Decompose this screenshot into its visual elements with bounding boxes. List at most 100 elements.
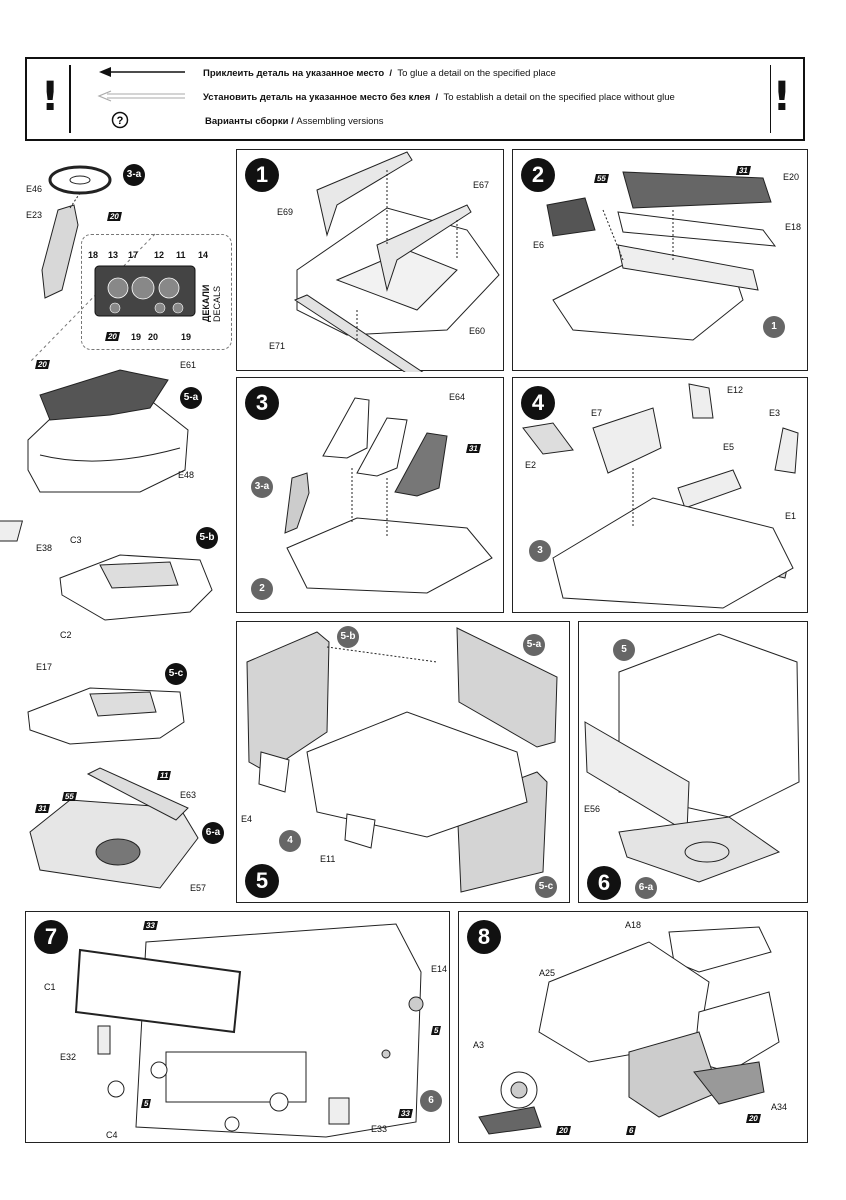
glue-star-33: 33	[143, 921, 158, 930]
no-glue-arrow-icon	[97, 90, 185, 102]
step-number: 6	[587, 866, 621, 900]
step-panel-6: 5 E56 6 6-a	[578, 621, 808, 903]
part-label-e1: E1	[785, 511, 797, 521]
step-2-art	[546, 171, 777, 341]
part-label-e5: E5	[723, 442, 735, 452]
part-label-e48: E48	[178, 470, 195, 480]
step-3-art	[284, 397, 493, 594]
glue-star-5: 5	[141, 1099, 152, 1108]
glue-arrow-icon	[99, 67, 185, 77]
step-ref-5: 5	[613, 639, 635, 661]
step-ref-6: 6	[420, 1090, 442, 1112]
part-label-e2: E2	[525, 460, 537, 470]
part-label-e61: E61	[180, 360, 197, 370]
decal-number: 11	[176, 250, 186, 260]
glue-star-20: 20	[105, 332, 120, 341]
glue-star-20: 20	[107, 212, 122, 221]
step-panel-7: 7 33 E14 C1 5 E32 6 5 33 C4 E33	[25, 911, 450, 1143]
part-label-e64: E64	[449, 392, 466, 402]
part-label-a34: A34	[771, 1102, 788, 1112]
part-label-a25: A25	[539, 968, 556, 978]
help-icon: ?	[111, 111, 129, 129]
glue-star-20: 20	[556, 1126, 571, 1135]
step-4-art	[522, 383, 799, 609]
step-number: 2	[521, 158, 555, 192]
glue-star-55: 55	[62, 792, 77, 801]
step-ref-5a: 5-a	[523, 634, 545, 656]
part-label-e7: E7	[591, 408, 603, 418]
part-label-e6: E6	[533, 240, 545, 250]
step-ref-5c: 5-c	[535, 876, 557, 898]
divider	[69, 65, 71, 133]
step-panel-2: 2 55 31 E20 E18 E6 1	[512, 149, 808, 371]
part-label-e63: E63	[180, 790, 197, 800]
svg-text:?: ?	[117, 115, 124, 127]
decal-number: 12	[154, 250, 165, 260]
decals-en-label: DECALS	[212, 285, 222, 322]
step-ref-5a: 5-a	[180, 387, 202, 409]
decal-number: 17	[128, 250, 139, 260]
part-label-e60: E60	[469, 326, 486, 336]
decal-number: 20	[148, 332, 159, 342]
step-6-art	[584, 633, 800, 883]
glue-star-55: 55	[594, 174, 609, 183]
step-ref-6a: 6-a	[202, 822, 224, 844]
part-label-e57: E57	[190, 883, 207, 893]
step-8-art	[478, 926, 780, 1135]
part-label-e20: E20	[783, 172, 800, 182]
glue-star-5: 5	[431, 1026, 442, 1035]
part-label-e33: E33	[371, 1124, 388, 1134]
step-ref-3a: 3-a	[123, 164, 145, 186]
part-label-e56: E56	[584, 804, 601, 814]
step-panel-8: 8 A18 A25 A3 A34 20 6 20	[458, 911, 808, 1143]
step-panel-4: 4 E12 E7 E3 E2 E5 E1 3	[512, 377, 808, 613]
legend-box: ! ! ? Приклеить деталь на указанное мест…	[25, 57, 805, 141]
glue-star-33: 33	[398, 1109, 413, 1118]
part-label-e11: E11	[320, 854, 336, 864]
part-label-e67: E67	[473, 180, 490, 190]
part-label-e12: E12	[727, 385, 744, 395]
step-ref-2: 2	[251, 578, 273, 600]
step-7-art	[74, 923, 424, 1138]
step-number: 8	[467, 920, 501, 954]
step-number: 7	[34, 920, 68, 954]
part-label-e3: E3	[769, 408, 781, 418]
step-number: 3	[245, 386, 279, 420]
decals-ru-label: ДЕКАЛИ	[201, 284, 211, 322]
glue-star-6: 6	[626, 1126, 637, 1135]
glue-star-31: 31	[466, 444, 481, 453]
decal-number: 19	[181, 332, 192, 342]
glue-star-20: 20	[746, 1114, 761, 1123]
warning-mark-left: !	[41, 74, 60, 120]
part-label-c3: C3	[70, 535, 82, 545]
step-number: 1	[245, 158, 279, 192]
part-label-e32: E32	[60, 1052, 77, 1062]
decal-number: 19	[131, 332, 142, 342]
decal-number: 14	[198, 250, 209, 260]
part-label-e23: E23	[26, 210, 43, 220]
part-label-c4: C4	[106, 1130, 118, 1140]
step-ref-6a: 6-a	[635, 877, 657, 899]
step-ref-5c: 5-c	[165, 663, 187, 685]
decal-number: 13	[108, 250, 119, 260]
glue-star-31: 31	[35, 804, 50, 813]
part-label-e46: E46	[26, 184, 43, 194]
part-label-e14: E14	[431, 964, 448, 974]
part-label-e71: E71	[269, 341, 286, 351]
part-label-e38: E38	[36, 543, 53, 553]
step-panel-3: 3 E64 31 3-a 2	[236, 377, 504, 613]
warning-mark-right: !	[772, 74, 791, 120]
step-ref-5b: 5-b	[337, 626, 359, 648]
step-number: 5	[245, 864, 279, 898]
step-1-art	[293, 151, 500, 372]
glue-star-11: 11	[157, 771, 172, 780]
step-5-art	[246, 627, 558, 893]
glue-star-20: 20	[35, 360, 50, 369]
legend-row-no-glue: Установить деталь на указанное место без…	[203, 92, 675, 103]
step-ref-1: 1	[763, 316, 785, 338]
part-label-e69: E69	[277, 207, 294, 217]
decal-number: 18	[88, 250, 99, 260]
step-ref-4: 4	[279, 830, 301, 852]
step-ref-3: 3	[529, 540, 551, 562]
